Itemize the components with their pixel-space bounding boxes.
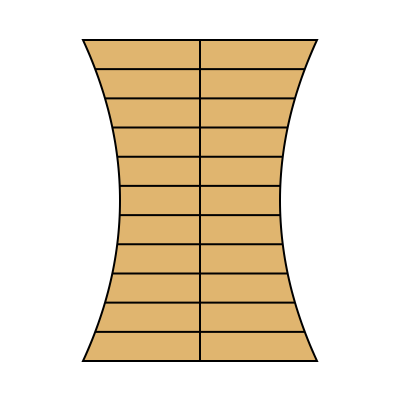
- shape-outline: [81, 39, 319, 362]
